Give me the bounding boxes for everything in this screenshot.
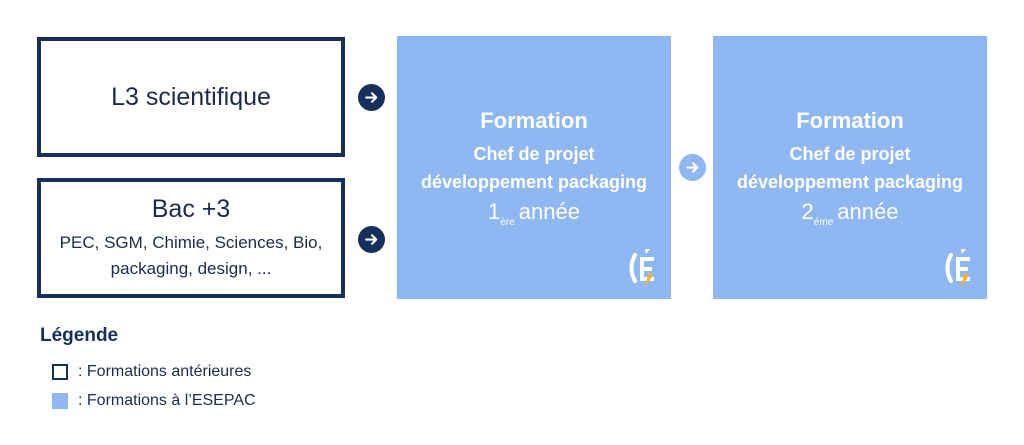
- l3-scientifique-box: L3 scientifique: [37, 37, 345, 157]
- legend-title: Légende: [40, 325, 119, 346]
- arrow-right-circle-icon: [679, 154, 706, 181]
- legend-swatch-outline: [52, 364, 68, 380]
- formation-year-2-box: Formation Chef de projet développement p…: [713, 36, 987, 299]
- formation-title: Formation: [480, 108, 588, 133]
- legend-swatch-filled: [52, 393, 68, 409]
- formation-line-1: Chef de projet: [473, 144, 595, 164]
- bac-title: Bac +3: [151, 194, 231, 223]
- legend-text: : Formations antérieures: [78, 363, 252, 380]
- bac-subjects-line-1: PEC, SGM, Chimie, Sciences, Bio,: [59, 232, 323, 252]
- formation-title: Formation: [796, 108, 904, 133]
- legend-text: : Formations à l’ESEPAC: [78, 392, 256, 409]
- bac-plus-3-box: Bac +3 PEC, SGM, Chimie, Sciences, Bio, …: [37, 178, 345, 298]
- year-suffix: éme: [813, 217, 834, 228]
- year-word: année: [837, 199, 899, 224]
- year-suffix: ère: [500, 217, 515, 228]
- legend-item-anterior: : Formations antérieures: [52, 363, 251, 381]
- esepac-logo-icon: [945, 249, 970, 288]
- formation-line-2: développement packaging: [736, 172, 964, 192]
- bac-subjects-line-2: packaging, design, ...: [110, 258, 272, 278]
- formation-line-1: Chef de projet: [789, 144, 911, 164]
- arrow-right-circle-icon: [358, 226, 385, 253]
- year-number: 2: [801, 199, 814, 224]
- formation-year-1-box: Formation Chef de projet développement p…: [397, 36, 671, 299]
- esepac-logo-icon: [629, 249, 654, 288]
- l3-label: L3 scientifique: [111, 82, 271, 111]
- arrow-right-circle-icon: [358, 84, 385, 111]
- legend-item-esepac: : Formations à l’ESEPAC: [52, 392, 256, 410]
- year-number: 1: [488, 199, 501, 224]
- year-word: année: [518, 199, 580, 224]
- formation-line-2: développement packaging: [420, 172, 648, 192]
